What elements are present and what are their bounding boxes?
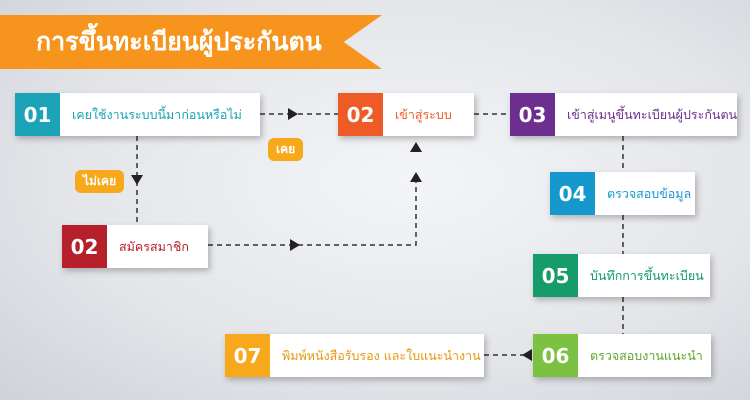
step-number: 06 bbox=[533, 334, 578, 377]
step-02-register: 02 สมัครสมาชิก bbox=[62, 225, 208, 268]
step-07: 07 พิมพ์หนังสือรับรอง และใบแนะนำงาน bbox=[225, 334, 484, 377]
step-label: พิมพ์หนังสือรับรอง และใบแนะนำงาน bbox=[282, 347, 481, 363]
step-number: 01 bbox=[15, 93, 60, 136]
step-label: บันทึกการขึ้นทะเบียน bbox=[590, 267, 704, 283]
step-label: เคยใช้งานระบบนี้มาก่อนหรือไม่ bbox=[72, 106, 242, 122]
tag-no: ไม่เคย bbox=[75, 170, 125, 193]
arrowhead-right-1 bbox=[288, 108, 298, 120]
step-02-login: 02 เข้าสู่ระบบ bbox=[338, 93, 474, 136]
step-label: เข้าสู่เมนูขึ้นทะเบียนผู้ประกันตน bbox=[567, 106, 737, 122]
step-number: 05 bbox=[533, 254, 578, 297]
arrowhead-right-2 bbox=[290, 239, 300, 251]
arrowhead-up-2 bbox=[410, 142, 422, 152]
connector-register-to-login bbox=[208, 180, 417, 246]
arrowhead-up-1 bbox=[410, 172, 422, 182]
step-number: 03 bbox=[510, 93, 555, 136]
step-number: 07 bbox=[225, 334, 270, 377]
arrowhead-down-1 bbox=[131, 175, 143, 185]
step-label: ตรวจสอบงานแนะนำ bbox=[590, 347, 703, 363]
step-label: เข้าสู่ระบบ bbox=[395, 106, 452, 122]
step-01: 01 เคยใช้งานระบบนี้มาก่อนหรือไม่ bbox=[15, 93, 260, 136]
step-number: 04 bbox=[550, 172, 595, 215]
tag-yes: เคย bbox=[268, 138, 304, 161]
step-04: 04 ตรวจสอบข้อมูล bbox=[550, 172, 695, 215]
step-03: 03 เข้าสู่เมนูขึ้นทะเบียนผู้ประกันตน bbox=[510, 93, 737, 136]
step-label: ตรวจสอบข้อมูล bbox=[607, 185, 692, 201]
step-number: 02 bbox=[338, 93, 383, 136]
arrowhead-left-1 bbox=[522, 349, 532, 361]
page-title: การขึ้นทะเบียนผู้ประกันตน bbox=[0, 15, 382, 69]
step-06: 06 ตรวจสอบงานแนะนำ bbox=[533, 334, 711, 377]
step-05: 05 บันทึกการขึ้นทะเบียน bbox=[533, 254, 710, 297]
step-label: สมัครสมาชิก bbox=[119, 238, 189, 254]
step-number: 02 bbox=[62, 225, 107, 268]
